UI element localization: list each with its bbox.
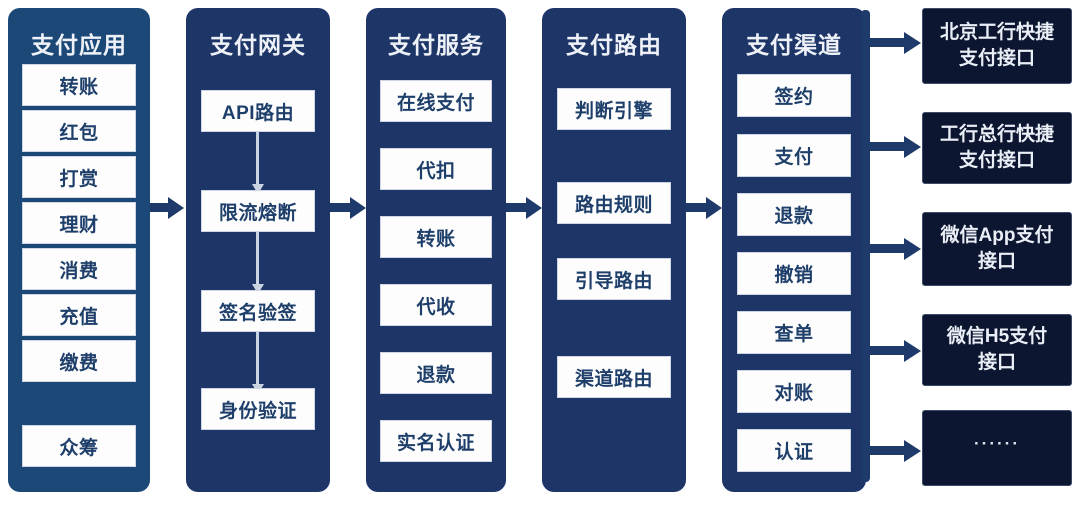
endpoint-box-icbc-beijing[interactable]: 北京工行快捷支付接口: [922, 8, 1072, 84]
channel-item-refund[interactable]: 退款: [737, 193, 851, 236]
endpoint-box-more[interactable]: ······: [922, 410, 1072, 486]
stage-title-payment-service: 支付服务: [388, 32, 484, 58]
gateway-chain-arrow-2: [256, 232, 259, 285]
flow-arrow-gateway-to-service: [330, 203, 352, 212]
stage-item-red-packet[interactable]: 红包: [22, 110, 136, 152]
service-item-refund[interactable]: 退款: [380, 352, 492, 394]
stage-item-reward[interactable]: 打赏: [22, 156, 136, 198]
routing-item-routing-rules[interactable]: 路由规则: [557, 182, 671, 224]
stage-item-bill-payment[interactable]: 缴费: [22, 340, 136, 382]
stage-title-payment-application: 支付应用: [31, 32, 127, 58]
service-item-transfer[interactable]: 转账: [380, 216, 492, 258]
endpoint-branch-icbc-beijing: [866, 38, 906, 47]
channel-item-reconciliation[interactable]: 对账: [737, 370, 851, 413]
endpoint-branch-more: [866, 446, 906, 455]
routing-item-guided-routing[interactable]: 引导路由: [557, 258, 671, 300]
flow-arrow-routing-to-channel: [686, 203, 708, 212]
channel-item-cancel[interactable]: 撤销: [737, 252, 851, 295]
service-item-deduction[interactable]: 代扣: [380, 148, 492, 190]
gateway-chain-arrow-1: [256, 132, 259, 185]
service-item-collection[interactable]: 代收: [380, 284, 492, 326]
stage-item-recharge[interactable]: 充值: [22, 294, 136, 336]
gateway-item-signature[interactable]: 签名验签: [201, 290, 315, 332]
channel-item-query-order[interactable]: 查单: [737, 311, 851, 354]
gateway-item-identity-auth[interactable]: 身份验证: [201, 388, 315, 430]
stage-title-payment-gateway: 支付网关: [210, 32, 306, 58]
stage-panel-payment-routing[interactable]: 支付路由: [542, 8, 686, 492]
stage-item-transfer[interactable]: 转账: [22, 64, 136, 106]
stage-item-crowdfunding[interactable]: 众筹: [22, 425, 136, 467]
routing-item-channel-routing[interactable]: 渠道路由: [557, 356, 671, 398]
flow-arrow-service-to-routing: [506, 203, 528, 212]
endpoint-branch-wechat-h5: [866, 346, 906, 355]
channel-item-contract[interactable]: 签约: [737, 74, 851, 117]
endpoint-branch-wechat-app: [866, 244, 906, 253]
endpoint-box-wechat-app[interactable]: 微信App支付接口: [922, 212, 1072, 286]
gateway-item-rate-limit[interactable]: 限流熔断: [201, 190, 315, 232]
flow-arrow-app-to-gateway: [150, 203, 170, 212]
stage-item-wealth[interactable]: 理财: [22, 202, 136, 244]
service-item-real-name-auth[interactable]: 实名认证: [380, 420, 492, 462]
endpoint-box-icbc-head-office[interactable]: 工行总行快捷支付接口: [922, 112, 1072, 184]
endpoint-box-wechat-h5[interactable]: 微信H5支付接口: [922, 314, 1072, 386]
stage-title-payment-routing: 支付路由: [566, 32, 662, 58]
stage-item-consumption[interactable]: 消费: [22, 248, 136, 290]
service-item-online-payment[interactable]: 在线支付: [380, 80, 492, 122]
stage-title-payment-channel: 支付渠道: [746, 32, 842, 58]
endpoint-branch-icbc-head-office: [866, 142, 906, 151]
channel-item-pay[interactable]: 支付: [737, 134, 851, 177]
routing-item-decision-engine[interactable]: 判断引擎: [557, 88, 671, 130]
channel-item-authentication[interactable]: 认证: [737, 429, 851, 472]
gateway-chain-arrow-3: [256, 332, 259, 385]
gateway-item-api-routing[interactable]: API路由: [201, 90, 315, 132]
